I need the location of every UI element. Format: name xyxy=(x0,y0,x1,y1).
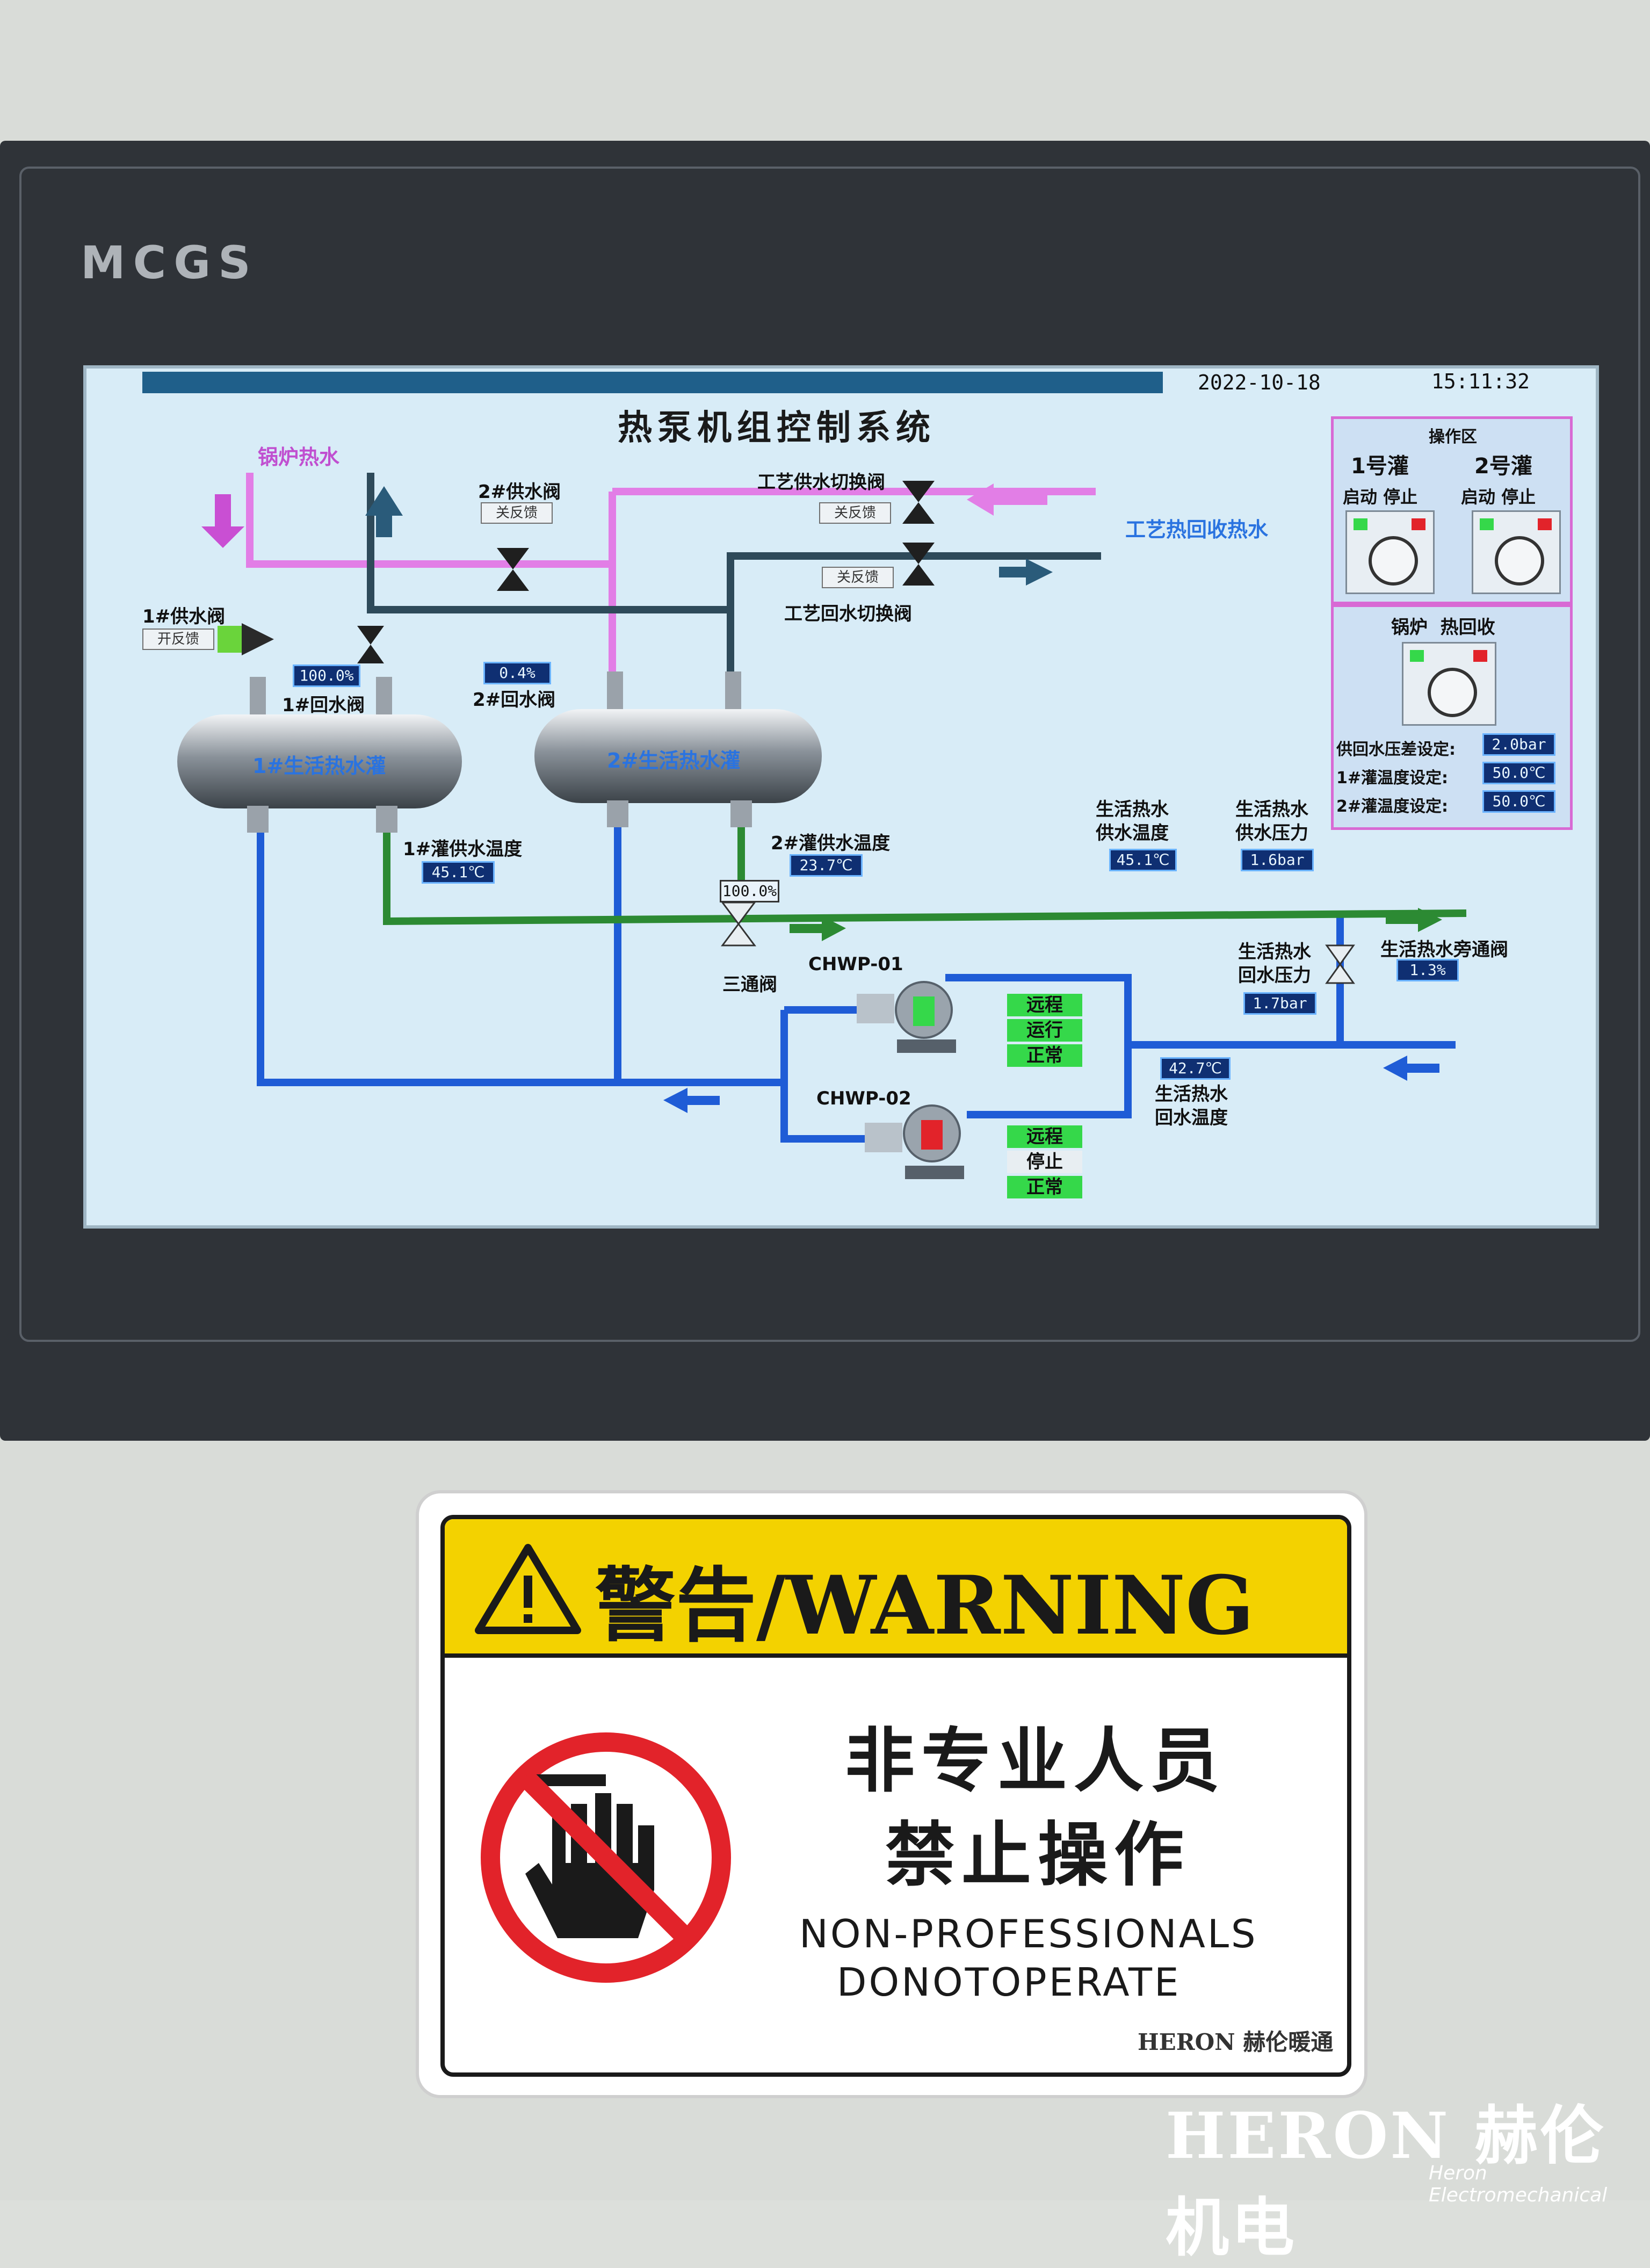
hmi-time: 15:11:32 xyxy=(1431,370,1530,393)
label-tank2-supply-temp: 2#灌供水温度 xyxy=(771,833,891,854)
rotary-knob-icon xyxy=(1428,668,1477,717)
label-pump-2: CHWP-02 xyxy=(816,1088,911,1109)
setpoint-tank2-temp-label: 2#灌温度设定: xyxy=(1336,797,1449,816)
rotary-knob-icon xyxy=(1369,536,1418,586)
return-pipe xyxy=(257,822,1456,1143)
boiler-lamp-icon xyxy=(1410,650,1424,662)
flow-arrows xyxy=(201,483,1442,1113)
label-tank-1: 1#生活热水灌 xyxy=(252,754,386,778)
tank2-selector-switch[interactable] xyxy=(1472,510,1561,594)
setpoint-tank1-temp-label: 1#灌温度设定: xyxy=(1336,769,1449,788)
warning-sign-logo: HERON 赫伦暖通 xyxy=(1138,2029,1334,2055)
label-tank-2: 2#生活热水灌 xyxy=(607,749,741,772)
ops-tank1-label: 1号灌 xyxy=(1351,454,1409,479)
label-dhw-return-pressure: 生活热水 回水压力 xyxy=(1238,941,1311,986)
tank-2-body xyxy=(534,709,822,803)
readout-dhw-return-temp: 42.7℃ xyxy=(1160,1057,1231,1080)
pump1-status-remote: 远程 xyxy=(1007,994,1082,1016)
device-brand: MCGS xyxy=(81,236,258,289)
warning-line-4: DONOTOPERATE xyxy=(837,1960,1181,2005)
hmi-bezel-frame xyxy=(19,167,1640,1342)
ops-tank1-start-stop: 启动 停止 xyxy=(1343,487,1418,507)
label-tank1-supply-temp: 1#灌供水温度 xyxy=(403,839,523,860)
pump1-status-normal: 正常 xyxy=(1007,1044,1082,1067)
process-diagram xyxy=(177,473,1467,1179)
label-return-valve-1: 1#回水阀 xyxy=(282,695,365,716)
setpoint-pressure-value[interactable]: 2.0bar xyxy=(1482,733,1555,756)
start-lamp-icon xyxy=(1480,518,1494,530)
recovery-lamp-icon xyxy=(1473,650,1487,662)
label-three-way-valve: 三通阀 xyxy=(722,974,777,995)
readout-dhw-supply-temp: 45.1℃ xyxy=(1109,849,1177,871)
warning-sign-title: 警告/WARNING xyxy=(595,1558,1255,1653)
label-dhw-supply-pressure: 生活热水 供水压力 xyxy=(1235,799,1308,844)
warning-line-1: 非专业人员 xyxy=(845,1720,1227,1802)
setpoint-tank1-temp-value[interactable]: 50.0℃ xyxy=(1482,762,1555,784)
feedback-process-return: 关反馈 xyxy=(822,567,894,588)
readout-tank2-supply-temp: 23.7℃ xyxy=(790,854,863,877)
pump-chwp-01 xyxy=(857,981,956,1053)
stop-lamp-icon xyxy=(1538,518,1552,530)
readout-tank1-supply-temp: 45.1℃ xyxy=(422,861,495,884)
warning-line-3: NON-PROFESSIONALS xyxy=(799,1911,1258,1956)
start-lamp-icon xyxy=(1354,518,1367,530)
warning-sign-header: 警告/WARNING xyxy=(445,1519,1347,1658)
readout-dhw-return-pressure: 1.7bar xyxy=(1243,992,1316,1015)
label-process-heat-recovery: 工艺热回收热水 xyxy=(1125,518,1269,541)
label-dhw-bypass-valve: 生活热水旁通阀 xyxy=(1380,939,1508,960)
ops-boiler-recovery-label: 锅炉 热回收 xyxy=(1391,617,1495,638)
readout-bypass-open: 1.3% xyxy=(1396,959,1459,981)
warning-line-2: 禁止操作 xyxy=(885,1814,1191,1896)
setpoint-tank2-temp-value[interactable]: 50.0℃ xyxy=(1482,790,1555,813)
rotary-knob-icon xyxy=(1495,536,1544,586)
warning-triangle-icon xyxy=(475,1544,581,1634)
label-supply-valve-1: 1#供水阀 xyxy=(142,606,226,627)
tank1-selector-switch[interactable] xyxy=(1345,510,1435,594)
setpoint-pressure-label: 供回水压差设定: xyxy=(1336,740,1456,759)
tank-nozzles xyxy=(247,671,752,833)
warning-sign-border: 警告/WARNING 非专业人员 禁止操作 NON-PROFESSIONALS … xyxy=(440,1515,1351,2077)
feedback-valve-1: 开反馈 xyxy=(142,629,214,650)
valve-symbols xyxy=(218,481,1355,984)
label-return-valve-2: 2#回水阀 xyxy=(473,689,556,711)
pump2-status-normal: 正常 xyxy=(1007,1176,1082,1198)
tank-1-body xyxy=(177,714,462,808)
stop-lamp-icon xyxy=(1412,518,1425,530)
label-process-return-switch: 工艺回水切换阀 xyxy=(784,603,912,625)
feedback-valve-2: 关反馈 xyxy=(481,502,553,524)
pump2-status-remote: 远程 xyxy=(1007,1125,1082,1148)
hmi-title-bar xyxy=(142,372,1163,393)
readout-dhw-supply-pressure: 1.6bar xyxy=(1241,849,1314,871)
process-pipe xyxy=(367,473,1101,671)
label-dhw-return-temp: 生活热水 回水温度 xyxy=(1155,1084,1228,1129)
pump2-status-stopped: 停止 xyxy=(1007,1151,1082,1173)
pump1-status-running: 运行 xyxy=(1007,1019,1082,1042)
label-boiler-hot-water: 锅炉热水 xyxy=(258,445,340,469)
ops-header: 操作区 xyxy=(1429,428,1477,446)
page-title: 热泵机组控制系统 xyxy=(618,408,936,448)
ops-tank2-start-stop: 启动 停止 xyxy=(1461,487,1536,507)
boiler-recovery-selector-switch[interactable] xyxy=(1402,642,1496,726)
feedback-process-supply: 关反馈 xyxy=(819,502,891,524)
hmi-date: 2022-10-18 xyxy=(1198,371,1321,394)
readout-three-way-open: 100.0% xyxy=(720,880,779,902)
boiler-pipe xyxy=(246,473,1096,671)
label-supply-valve-2: 2#供水阀 xyxy=(478,481,561,503)
label-dhw-supply-temp: 生活热水 供水温度 xyxy=(1096,799,1169,844)
watermark-subtitle: Heron Electromechanical xyxy=(1429,2162,1608,2206)
readout-valve2-open: 0.4% xyxy=(483,662,551,684)
ops-tank2-label: 2号灌 xyxy=(1474,454,1532,479)
label-process-supply-switch: 工艺供水切换阀 xyxy=(757,472,885,493)
pump-chwp-02 xyxy=(865,1104,964,1179)
label-pump-1: CHWP-01 xyxy=(808,954,903,975)
readout-valve1-open: 100.0% xyxy=(293,664,360,687)
warning-sign: 警告/WARNING 非专业人员 禁止操作 NON-PROFESSIONALS … xyxy=(419,1493,1364,2095)
no-touch-icon xyxy=(481,1732,731,1983)
